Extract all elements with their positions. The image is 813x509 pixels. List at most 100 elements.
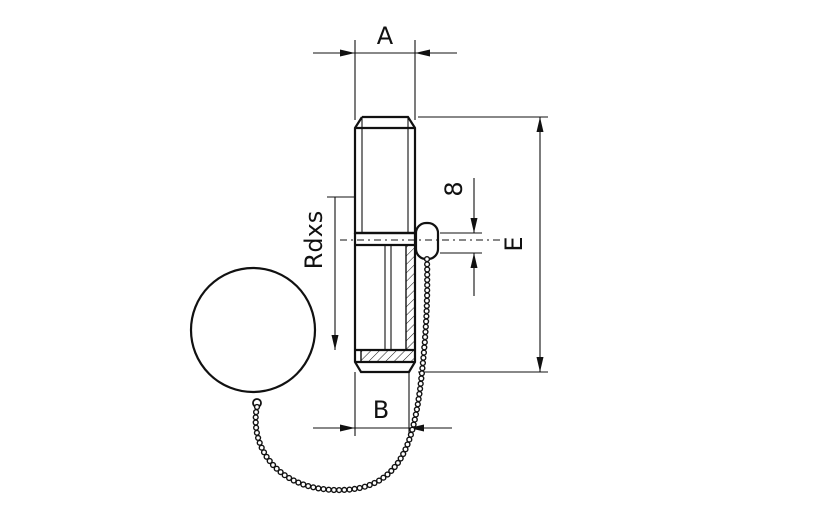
chain-bead (273, 465, 280, 472)
chain-bead (410, 421, 417, 428)
label-rdxs: Rdxs (300, 211, 328, 270)
chain-bead (407, 431, 415, 438)
chain-bead (414, 401, 421, 408)
chain-bead (406, 436, 413, 443)
chain-bead (419, 365, 426, 372)
chain-bead (253, 429, 261, 436)
chain-bead (253, 409, 260, 416)
chain-bead (417, 380, 424, 387)
chain-bead (424, 287, 431, 294)
chain-bead (300, 481, 307, 488)
chain-bead (418, 370, 426, 377)
chain-bead (252, 414, 259, 421)
chain-bead (295, 479, 302, 486)
arrow-b-right (409, 424, 424, 432)
chain-bead (258, 444, 265, 451)
chain-bead (341, 486, 348, 494)
chain-bead (253, 403, 261, 411)
chain-bead (269, 461, 277, 469)
chain-bead (404, 441, 411, 448)
chain-bead (423, 318, 430, 325)
chain-bead (277, 469, 284, 476)
chain-bead (421, 344, 428, 351)
chain-bead (305, 483, 312, 490)
chain-bead (409, 426, 416, 433)
chain-bead (421, 339, 428, 346)
chain-bead (423, 308, 430, 315)
chain-bead (423, 297, 431, 304)
chain-bead (330, 486, 338, 494)
dimension-a: A (313, 22, 457, 120)
ring-circle (189, 266, 317, 394)
arrow-rdxs (331, 335, 339, 350)
hatched-base-section (360, 349, 416, 363)
chain-bead (356, 484, 363, 492)
chain-bead (394, 459, 402, 467)
chain-bead (422, 323, 429, 330)
arrow-8-top (470, 218, 478, 233)
chain-bead (424, 271, 431, 278)
chain-bead (388, 467, 395, 475)
chain-bead (361, 483, 368, 490)
arrow-e-bottom (536, 357, 544, 372)
chain-bead (423, 302, 430, 310)
dimension-rdxs: Rdxs (300, 196, 356, 350)
chain-bead (320, 486, 327, 493)
chain-bead (423, 256, 431, 263)
threaded-section-outline (353, 115, 417, 235)
chain-bead (415, 396, 422, 403)
dimension-e: E (418, 116, 548, 373)
chain-bead (315, 485, 322, 492)
chain-bead (384, 471, 391, 478)
arrow-a-right (415, 49, 430, 57)
chain-bead (391, 463, 398, 471)
chain-bead (420, 349, 428, 356)
arrow-b-left (340, 424, 355, 432)
chain-bead (380, 474, 387, 481)
fitting-body (340, 115, 500, 374)
arrow-8-bottom (470, 253, 478, 268)
chain-bead (424, 282, 431, 289)
chain-bead (376, 477, 383, 484)
chain-bead (253, 424, 260, 431)
chain-bead (256, 439, 263, 446)
chain-bead (424, 292, 431, 299)
label-e: E (500, 236, 528, 251)
label-8: 8 (440, 181, 468, 196)
chain-bead (397, 455, 404, 462)
chain-bead (400, 450, 407, 458)
chain-bead (411, 416, 418, 423)
chain-bead (422, 334, 429, 341)
chain-bead (290, 477, 297, 484)
chain-bead (416, 390, 423, 398)
chain-bead (422, 328, 429, 336)
chain-bead (418, 375, 425, 382)
dimension-b: B (313, 372, 452, 436)
label-b: B (373, 396, 389, 424)
chain-lug (414, 221, 440, 261)
chain-bead (420, 354, 427, 361)
chain-bead (419, 359, 427, 367)
chain-bead (255, 434, 262, 442)
chain-bead (402, 446, 409, 453)
hatched-wall-section (405, 244, 416, 351)
chain-bead (286, 474, 293, 482)
retaining-ring (189, 266, 317, 408)
chain-bead (424, 261, 431, 268)
chain-bead (424, 266, 431, 273)
ball-chain (252, 256, 431, 494)
chain-bead (351, 485, 358, 493)
dimension-8: 8 (440, 178, 482, 296)
chain-bead (266, 457, 273, 465)
chain-bead (423, 313, 430, 320)
chain-bead (310, 484, 317, 491)
chain-bead (263, 453, 270, 460)
chain-bead (412, 411, 420, 418)
chain-lug-outline (414, 221, 440, 261)
arrow-e-top (536, 117, 544, 132)
chain-bead (252, 419, 259, 426)
label-a: A (377, 22, 394, 50)
chain-bead (424, 276, 431, 284)
